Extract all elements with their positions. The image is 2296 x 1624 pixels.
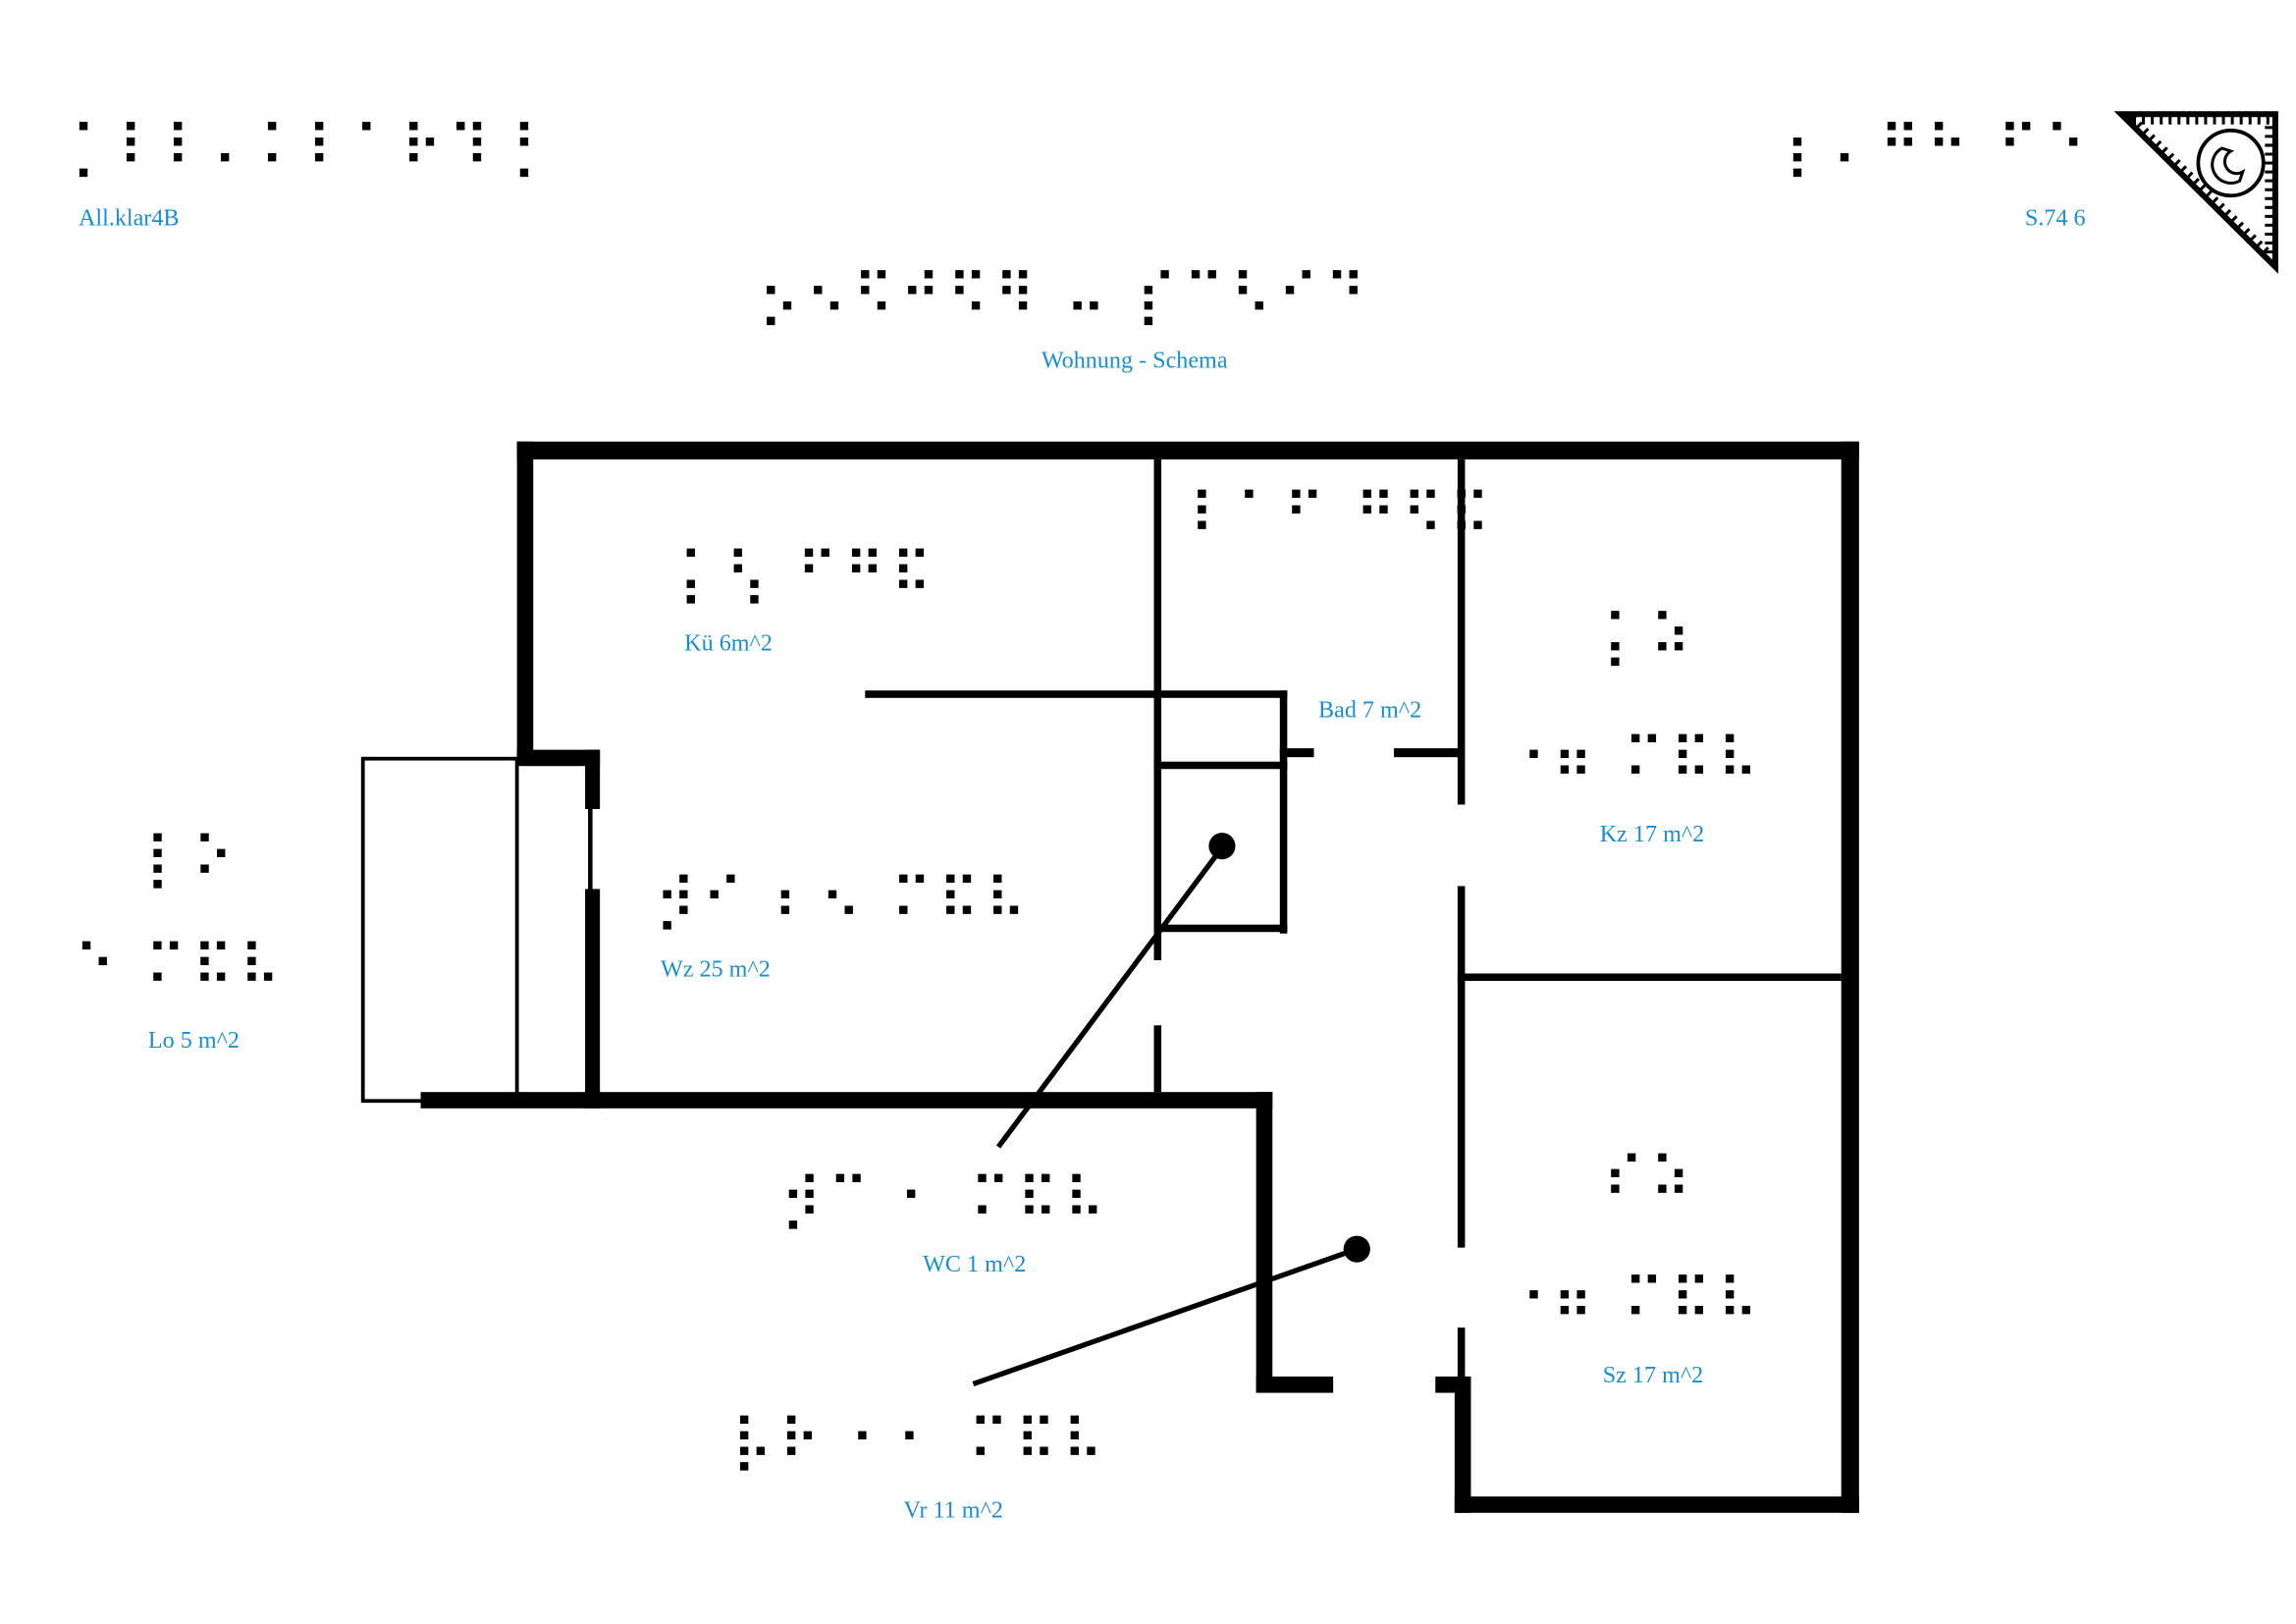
room-schlafzimmer-label: Sz 17 m^2 bbox=[1603, 1362, 1703, 1388]
room-kinderzimmer-braille: ⡅⠵ bbox=[1603, 603, 1697, 669]
header-right-braille: ⡆⠄⠛⠓ ⠋⠑ bbox=[1785, 114, 2091, 180]
page-number-label: S.74 6 bbox=[2025, 204, 2086, 231]
room-wc-braille: ⡺⠉ ⠂ ⠍⠯⠧ bbox=[780, 1165, 1111, 1231]
room-schlafzimmer-braille: ⠎⠵ bbox=[1603, 1145, 1697, 1211]
corner-mark-icon bbox=[2113, 111, 2278, 274]
room-vorraum-label: Vr 11 m^2 bbox=[904, 1496, 1003, 1523]
room-kinderzimmer-label: Kz 17 m^2 bbox=[1600, 821, 1704, 847]
room-wohnzimmer-label: Wz 25 m^2 bbox=[661, 956, 771, 983]
walls bbox=[360, 441, 1859, 1513]
room-bad-label: Bad 7 m^2 bbox=[1318, 696, 1421, 723]
page-title: Wohnung - Schema bbox=[1041, 347, 1228, 373]
room-wohnzimmer-braille: ⡺⠊ ⠆⠢ ⠍⠯⠧ bbox=[655, 867, 1033, 933]
room-kueche-braille: ⡅⢣ ⠋⠛⠯ bbox=[678, 541, 937, 607]
room-wc-label: WC 1 m^2 bbox=[923, 1251, 1026, 1277]
room-kinderzimmer-braille-2: ⠐⠶ ⠍⠯⠧ bbox=[1505, 726, 1764, 791]
header-left-braille: ⡁⠇⠇⠄⠅⠇⠁⠗⠹⢘ bbox=[71, 114, 542, 180]
room-loggia-label: Lo 5 m^2 bbox=[148, 1027, 240, 1054]
room-vorraum-braille: ⡧⠗ ⠂⠂ ⠍⠯⠧ bbox=[731, 1407, 1109, 1473]
room-loggia-braille-2: ⠑ ⠍⠯⠧ bbox=[74, 934, 286, 1000]
room-schlafzimmer-braille-2: ⠐⠶ ⠍⠯⠧ bbox=[1505, 1267, 1764, 1332]
room-bad-braille: ⠇⠁⠋ ⠛⠫⠯ bbox=[1190, 481, 1496, 547]
leader-lines bbox=[972, 833, 1370, 1386]
header-left-label: All.klar4B bbox=[79, 204, 180, 231]
room-kueche-label: Kü 6m^2 bbox=[684, 630, 773, 657]
title-braille: ⡢⠢⠫⠚⠫⠻ ⠤ ⡎⠉⠣⠊⠙ bbox=[759, 262, 1372, 328]
room-loggia-braille: ⡇⠕ bbox=[145, 825, 240, 891]
